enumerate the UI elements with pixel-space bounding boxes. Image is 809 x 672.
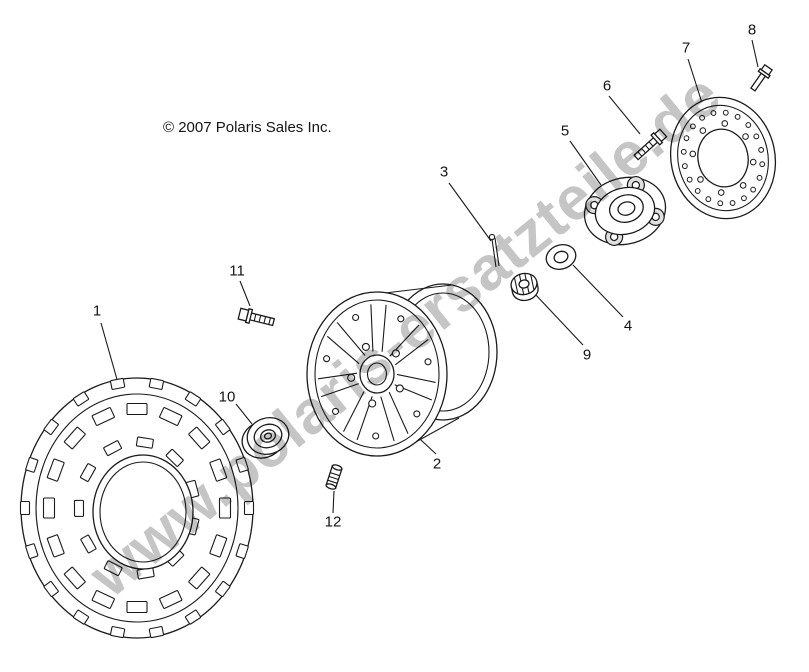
callout-3: 3 [439, 163, 449, 181]
leader-lines [100, 39, 759, 514]
callout-8: 8 [747, 21, 757, 39]
callout-5: 5 [560, 122, 570, 140]
callout-6: 6 [602, 77, 612, 95]
wheel-bolt-drawing [237, 307, 276, 327]
bearing-drawing [241, 417, 290, 459]
tire-knob-blocks [19, 377, 255, 639]
washer-drawing [545, 244, 577, 270]
tire-drawing [19, 377, 255, 639]
callout-2: 2 [432, 455, 442, 473]
nut-drawing [510, 272, 539, 302]
callout-10: 10 [218, 388, 236, 406]
disc-bolt-drawing [750, 63, 774, 92]
callout-1: 1 [92, 302, 102, 320]
cotter-pin-drawing [488, 233, 500, 268]
hub-drawing [583, 176, 667, 246]
wheel-lug-holes [347, 342, 404, 408]
callout-12: 12 [324, 513, 342, 531]
callout-9: 9 [582, 346, 592, 364]
brake-disc-holes [680, 109, 766, 207]
tire-tread-blocks [42, 402, 232, 614]
brake-disc-drawing [669, 96, 777, 220]
copyright-text: © 2007 Polaris Sales Inc. [163, 119, 332, 136]
wheel-drawing [306, 283, 498, 457]
callout-7: 7 [681, 39, 691, 57]
valve-stem-drawing [325, 464, 343, 490]
callout-11: 11 [229, 262, 245, 280]
callout-4: 4 [623, 317, 633, 335]
hub-bolt-drawing [633, 128, 668, 161]
